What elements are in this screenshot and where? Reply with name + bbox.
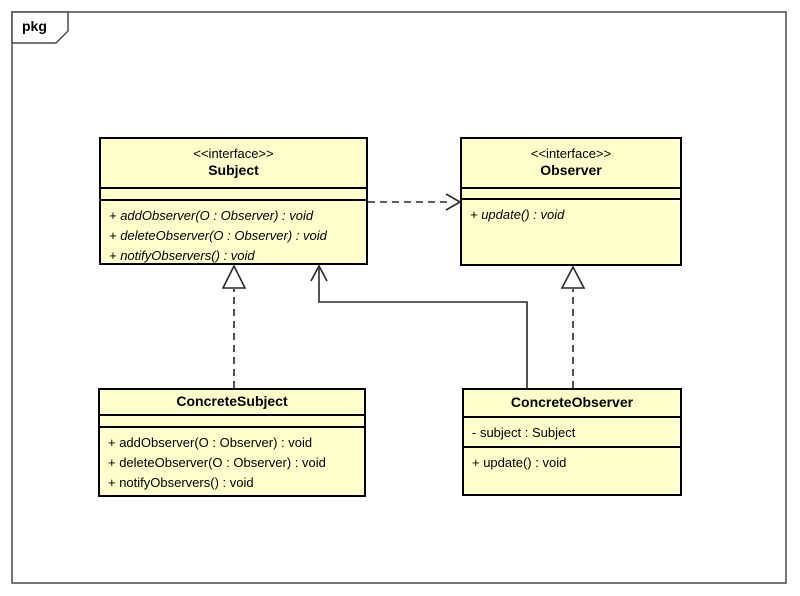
method-notifyobservers: + notifyObservers() : void (109, 248, 255, 263)
class-concrete-subject-name: ConcreteSubject (176, 393, 288, 410)
class-observer-name: Observer (540, 162, 602, 179)
realization-concreteobserver-observer (560, 265, 586, 388)
class-subject-name: Subject (208, 162, 259, 179)
method-notifyobservers: + notifyObservers() : void (108, 475, 254, 490)
package-tab-label: pkg (22, 18, 47, 34)
package-frame (11, 11, 787, 584)
method-addobserver: + addObserver(O : Observer) : void (109, 208, 314, 223)
class-subject-methods: + addObserver(O : Observer) : void + del… (101, 199, 366, 266)
class-subject-attributes (101, 187, 366, 199)
class-subject-header: <<interface>> Subject (101, 139, 366, 187)
method-addobserver: + addObserver(O : Observer) : void (108, 435, 313, 450)
realization-concretesubject-subject (221, 264, 247, 388)
method-update: + update() : void (472, 455, 567, 470)
class-observer-header: <<interface>> Observer (462, 139, 680, 187)
attribute-subject: - subject : Subject (472, 425, 576, 440)
class-subject: <<interface>> Subject + addObserver(O : … (99, 137, 368, 265)
class-concrete-observer: ConcreteObserver - subject : Subject + u… (462, 388, 682, 496)
dependency-subject-observer (368, 193, 462, 211)
class-concrete-subject: ConcreteSubject + addObserver(O : Observ… (98, 388, 366, 497)
class-observer-stereotype: <<interface>> (530, 146, 612, 162)
class-observer-methods: + update() : void (462, 198, 680, 264)
class-concrete-observer-name: ConcreteObserver (510, 394, 634, 411)
class-concrete-subject-header: ConcreteSubject (100, 390, 364, 414)
class-concrete-observer-methods: + update() : void (464, 446, 680, 494)
class-subject-stereotype: <<interface>> (193, 146, 274, 162)
method-update: + update() : void (470, 207, 565, 222)
method-deleteobserver: + deleteObserver(O : Observer) : void (109, 228, 327, 243)
class-concrete-observer-header: ConcreteObserver (464, 390, 680, 416)
class-concrete-subject-attributes (100, 414, 364, 426)
package-tab (11, 11, 69, 44)
class-concrete-observer-attributes: - subject : Subject (464, 416, 680, 446)
method-deleteobserver: + deleteObserver(O : Observer) : void (108, 455, 326, 470)
class-observer-attributes (462, 187, 680, 198)
class-concrete-subject-methods: + addObserver(O : Observer) : void + del… (100, 426, 364, 495)
association-concreteobserver-subject (310, 264, 528, 388)
class-observer: <<interface>> Observer + update() : void (460, 137, 682, 266)
